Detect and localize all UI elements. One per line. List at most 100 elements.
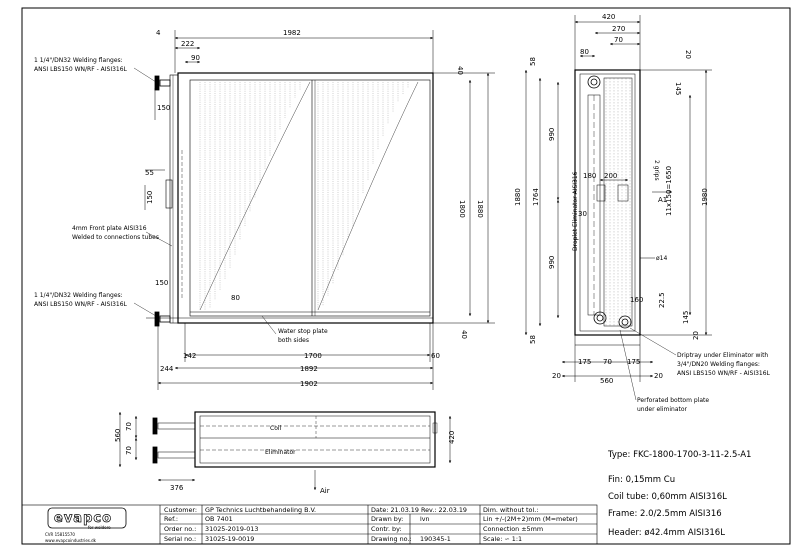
logo-url: www.evapcoindustries.dk (45, 538, 97, 543)
dim-990-bot: 990 (548, 256, 556, 269)
dim-1700: 1700 (304, 352, 322, 360)
dim-1880-side: 1880 (514, 188, 522, 206)
spec-block: Type: FKC-1800-1700-3-11-2.5-A1 Fin: 0,1… (607, 450, 751, 538)
title-block (21, 504, 598, 545)
dim-175-b: 175 (627, 358, 640, 366)
note-droplet: Droplet Eliminator AISI316 (572, 171, 579, 251)
note-front-plate-2: Welded to connections tubes (72, 234, 159, 241)
date-text: Date: 21.03.19 Rev.: 22.03.19 (371, 506, 467, 514)
spec-header: Header: ø42.4mm AISI316L (608, 528, 725, 538)
dim-90: 90 (191, 54, 200, 62)
dim-560-side: 560 (600, 377, 613, 385)
header-tube (169, 74, 179, 324)
note-water-stop-2: both sides (278, 337, 309, 344)
dim-175-a: 175 (578, 358, 591, 366)
dim-55: 55 (145, 169, 154, 177)
dim-1800: 1800 (458, 200, 466, 218)
front-frame (177, 72, 434, 324)
front-view (154, 72, 434, 327)
logo-wordmark: evapco (54, 511, 112, 526)
dim-222: 222 (181, 40, 194, 48)
dim-270: 270 (612, 25, 625, 33)
front-notes: 1 1/4"/DN32 Welding flanges: ANSI LBS150… (34, 57, 328, 344)
drawing-label: Drawing no.: (371, 535, 412, 543)
dim-22-5: 22.5 (658, 292, 666, 308)
dim-70-a: 70 (125, 422, 133, 431)
dim-145-top: 145 (674, 82, 682, 95)
front-frame-inner (189, 79, 431, 317)
dim-1902: 1902 (300, 380, 318, 388)
side-notes: 2 grips A1 Droplet Eliminator AISI316 ø1… (572, 160, 771, 413)
front-dim-texts: 4 1982 222 90 40 150 55 150 150 80 1800 … (145, 29, 484, 388)
spec-fin: Fin: 0,15mm Cu (608, 475, 675, 485)
serial-label: Serial no.: (164, 535, 196, 543)
dim-990-top: 990 (548, 128, 556, 141)
fin-hatching (199, 81, 419, 311)
dim-tol-2: Lin +/-(2M+2)mm (M=meter) (483, 515, 578, 523)
dim-70: 70 (614, 36, 623, 44)
dim-200: 200 (604, 172, 617, 180)
dim-1892: 1892 (300, 365, 318, 373)
dim-11x150: 11x150=1650 (665, 166, 673, 216)
side-view (574, 69, 641, 336)
bottom-flange (154, 311, 171, 327)
dim-80-side: 80 (580, 48, 589, 56)
dim-142: 142 (183, 352, 196, 360)
spec-type: Type: FKC-1800-1700-3-11-2.5-A1 (607, 450, 751, 460)
dim-376: 376 (170, 484, 184, 492)
note-dia14: ø14 (656, 255, 667, 262)
note-flange-top-1: 1 1/4"/DN32 Welding flanges: (34, 57, 123, 64)
note-a1: A1 (658, 196, 667, 204)
side-dimensions (524, 15, 712, 382)
connection-tol: Connection ±5mm (483, 525, 543, 533)
dim-58-bot: 58 (529, 335, 537, 344)
dim-58-top: 58 (529, 57, 537, 66)
note-perforated-1: Perforated bottom plate (637, 397, 709, 404)
dim-80: 80 (231, 294, 240, 302)
dim-560-top: 560 (114, 429, 122, 442)
front-dimensions (144, 30, 495, 390)
header-bottom-circle (593, 311, 607, 325)
dim-420: 420 (602, 13, 615, 21)
dim-70-bb: 70 (125, 446, 133, 455)
customer-value: GP Technics Luchtbehandeling B.V. (205, 506, 316, 514)
note-driptray-1: Driptray under Eliminator with (677, 352, 768, 359)
dim-70-b: 70 (603, 358, 612, 366)
dim-150-mid: 150 (146, 191, 154, 204)
logo-cvr: CVR 15815570 (45, 532, 75, 537)
dim-4: 4 (156, 29, 161, 37)
note-grips: 2 grips (653, 160, 660, 181)
note-flange-top-2: ANSI LBS150 WN/RF - AISI316L (34, 66, 128, 73)
spec-frame: Frame: 2.0/2.5mm AISI316 (608, 509, 722, 519)
customer-label: Customer: (164, 506, 197, 514)
note-driptray-2: 3/4"/DN20 Welding flanges: (677, 361, 760, 368)
dim-150-low: 150 (155, 279, 168, 287)
top-flange (154, 75, 171, 91)
note-driptray-3: ANSI LBS150 WN/RF - AISI316L (677, 370, 771, 377)
serial-value: 31025-19-0019 (205, 535, 254, 543)
drawn-value: lvn (420, 515, 430, 523)
dim-40-bot: 40 (460, 330, 468, 339)
top-dimensions (118, 412, 452, 490)
dim-1764: 1764 (532, 188, 540, 206)
order-value: 31025-2019-013 (205, 525, 258, 533)
dim-420-top: 420 (448, 431, 456, 444)
driptray-circle (618, 315, 632, 329)
dim-20-top: 20 (684, 50, 692, 59)
dim-20-left: 20 (552, 372, 561, 380)
logo-box (47, 507, 127, 529)
dim-145-bot: 145 (682, 311, 690, 324)
dim-150-top: 150 (157, 104, 170, 112)
dim-1980: 1980 (701, 188, 709, 206)
spec-coil-tube: Coil tube: 0,60mm AISI316L (608, 492, 727, 502)
dim-30: 30 (578, 210, 587, 218)
drawing-value: 190345-1 (420, 535, 451, 543)
side-dim-texts: 420 270 70 80 20 145 58 990 1880 1764 18… (514, 13, 709, 385)
dim-160: 160 (630, 296, 643, 304)
note-flange-bot-1: 1 1/4"/DN32 Welding flanges: (34, 292, 123, 299)
note-water-stop-1: Water stop plate (278, 328, 328, 335)
note-flange-bot-2: ANSI LBS150 WN/RF - AISI316L (34, 301, 128, 308)
dim-20-bot: 20 (692, 331, 700, 340)
dim-1982: 1982 (283, 29, 301, 37)
